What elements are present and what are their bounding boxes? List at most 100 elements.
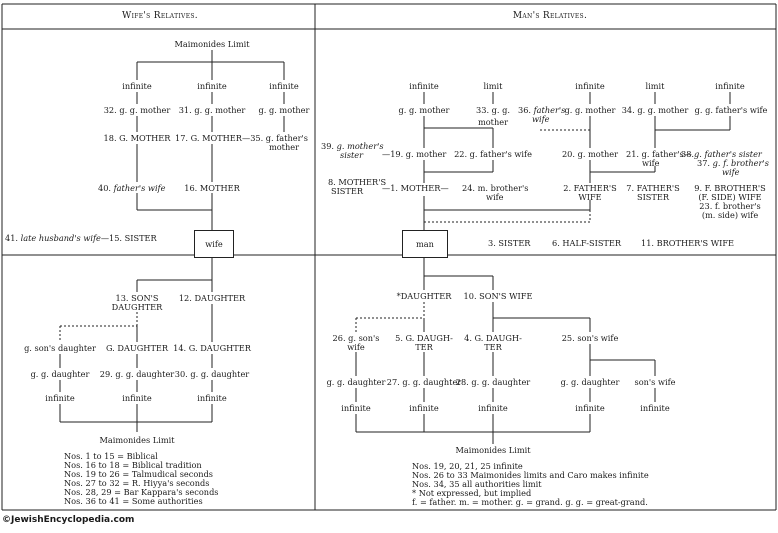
wife-infinite-3: infinite (269, 81, 299, 91)
man-node-7-line2: SISTER (636, 192, 670, 202)
man-infinite-a: infinite (409, 81, 439, 91)
man-gg-fathers-wife: g. g. father's wife (694, 105, 768, 115)
wife-ego-label: wife (205, 239, 223, 249)
wife-legend-line: Nos. 36 to 41 = Some authorities (64, 496, 203, 506)
wife-legend-line: Nos. 27 to 32 = R. Hiyya's seconds (64, 478, 210, 488)
wife-relatives-header: Wife's Relatives. (122, 11, 198, 21)
wife-node-35-line2: mother (268, 142, 299, 152)
man-lower-infinite-2: infinite (409, 403, 439, 413)
man-node-36-label: father's (533, 105, 566, 115)
man-lower-infinite-1: infinite (341, 403, 371, 413)
man-node-39-number: 39. (321, 141, 335, 151)
man-node-10: 10. SON'S WIFE (463, 291, 533, 301)
man-node-37-number: 37. (697, 158, 711, 168)
man-node-9-line2: (F. SIDE) WIFE (698, 192, 762, 202)
wife-node-13-line2: DAUGHTER (111, 302, 163, 312)
wife-ego-box: wife (194, 230, 234, 258)
man-node-38-label: g. father's sister (694, 149, 762, 159)
man-node-38: 38.g. father's sister (681, 150, 762, 159)
wife-node-32: 32. g. g. mother (103, 105, 171, 115)
man-legend-line: Nos. 19, 20, 21, 25 infinite (412, 461, 523, 471)
wife-node-30: 30. g. g. daughter (174, 369, 250, 379)
man-lower-infinite-3: infinite (478, 403, 508, 413)
man-ego-box: man (402, 230, 448, 258)
man-legend-line: f. = father. m. = mother. g. = grand. g.… (412, 497, 648, 507)
man-node-22: 22. g. father's wife (454, 149, 532, 159)
man-node-3: 3. SISTER (488, 238, 531, 248)
man-node-26-line1: 26. g. son's (332, 333, 380, 343)
man-node-37-line2: wife (722, 167, 740, 177)
man-node-36-line2: wife (532, 114, 550, 124)
man-node-7-line1: 7. FATHER'S (626, 183, 680, 193)
man-node-2-line1: 2. FATHER'S (563, 183, 617, 193)
wife-node-35-line1: —35. g. father's (242, 133, 308, 143)
man-node-2-line2: WIFE (578, 192, 602, 202)
man-node-23-line1: 23. f. brother's (699, 201, 761, 211)
wife-lower-infinite-1: infinite (45, 393, 75, 403)
man-legend-line: * Not expressed, but implied (412, 488, 532, 498)
man-node-37-line1: 37. g. f. brother's (697, 159, 769, 168)
man-node-38-number: 38. (681, 149, 695, 159)
man-node-25: 25. son's wife (561, 333, 619, 343)
man-lower-maimonides-limit: Maimonides Limit (455, 445, 531, 455)
wife-node-17: 17. G. MOTHER (175, 133, 242, 143)
man-gg-daughter-1: g. g. daughter (326, 377, 386, 387)
wife-node-41-label: late husband's wife (20, 233, 101, 243)
man-node-21-line2: wife (642, 158, 660, 168)
man-node-9-line1: 9. F. BROTHER'S (694, 183, 766, 193)
man-node-4-line2: TER (484, 342, 502, 352)
wife-node-12: 12. DAUGHTER (178, 293, 246, 303)
wife-maimonides-limit: Maimonides Limit (174, 39, 250, 49)
man-node-6: 6. HALF-SISTER (552, 238, 622, 248)
wife-g-daughter: G. DAUGHTER (105, 343, 169, 353)
man-node-5-line1: 5. G. DAUGH- (395, 333, 453, 343)
man-node-11: 11. BROTHER'S WIFE (641, 238, 735, 248)
wife-legend-line: Nos. 19 to 26 = Talmudical seconds (64, 469, 214, 479)
man-gg-mother-a: g. g. mother (398, 105, 450, 115)
man-node-33-line2: mother (477, 117, 508, 127)
wife-node-40-number: 40. (98, 183, 112, 193)
man-daughter: *DAUGHTER (396, 291, 452, 301)
wife-legend-line: Nos. 28, 29 = Bar Kappara's seconds (64, 487, 219, 497)
man-node-27: 27. g. g. daughter (386, 377, 462, 387)
wife-node-31: 31. g. g. mother (178, 105, 246, 115)
wife-node-16: 16. MOTHER (184, 183, 240, 193)
wife-infinite-1: infinite (122, 81, 152, 91)
wife-legend-line: Nos. 16 to 18 = Biblical tradition (64, 460, 202, 470)
wife-gg-mother-3: g. g. mother (258, 105, 310, 115)
man-node-34: 34. g. g. mother (621, 105, 689, 115)
wife-node-41: 41. late husband's wife—15. SISTER (5, 234, 157, 243)
man-node-36-number: 36. (518, 105, 532, 115)
wife-sons-daughter: g. son's daughter (24, 343, 96, 353)
man-node-8-line2: SISTER (330, 186, 364, 196)
man-node-19: —19. g. mother (382, 149, 447, 159)
man-infinite-e: infinite (715, 81, 745, 91)
wife-gg-daughter-1: g. g. daughter (30, 369, 90, 379)
man-infinite-c: infinite (575, 81, 605, 91)
man-node-33-line1: 33. g. g. (476, 105, 510, 115)
wife-node-14: 14. G. DAUGHTER (173, 343, 251, 353)
man-legend-line: Nos. 34, 35 all authorities limit (412, 479, 542, 489)
wife-node-29: 29. g. g. daughter (99, 369, 175, 379)
man-node-5-line2: TER (415, 342, 433, 352)
wife-legend-line: Nos. 1 to 15 = Biblical (64, 451, 158, 461)
wife-node-15: —15. SISTER (100, 233, 157, 243)
man-node-24-line1: 24. m. brother's (462, 183, 529, 193)
man-node-8-line1: 8. MOTHER'S (327, 177, 387, 187)
man-node-39-label: g. mother's (336, 141, 384, 151)
copyright-footer: ©JewishEncyclopedia.com (2, 515, 135, 525)
wife-lower-maimonides-limit: Maimonides Limit (99, 435, 175, 445)
man-ego-label: man (416, 239, 434, 249)
man-node-20: 20. g. mother (561, 149, 619, 159)
man-node-28: 28. g. g. daughter (455, 377, 531, 387)
man-node-1: —1. MOTHER— (382, 183, 449, 193)
man-relatives-header: Man's Relatives. (512, 11, 588, 21)
man-sons-wife: son's wife (634, 377, 676, 387)
man-limit-b: limit (483, 81, 503, 91)
man-node-24-line2: wife (486, 192, 504, 202)
man-node-37-label: g. f. brother's (712, 158, 769, 168)
man-legend-line: Nos. 26 to 33 Maimonides limits and Caro… (412, 470, 649, 480)
man-limit-d: limit (645, 81, 665, 91)
